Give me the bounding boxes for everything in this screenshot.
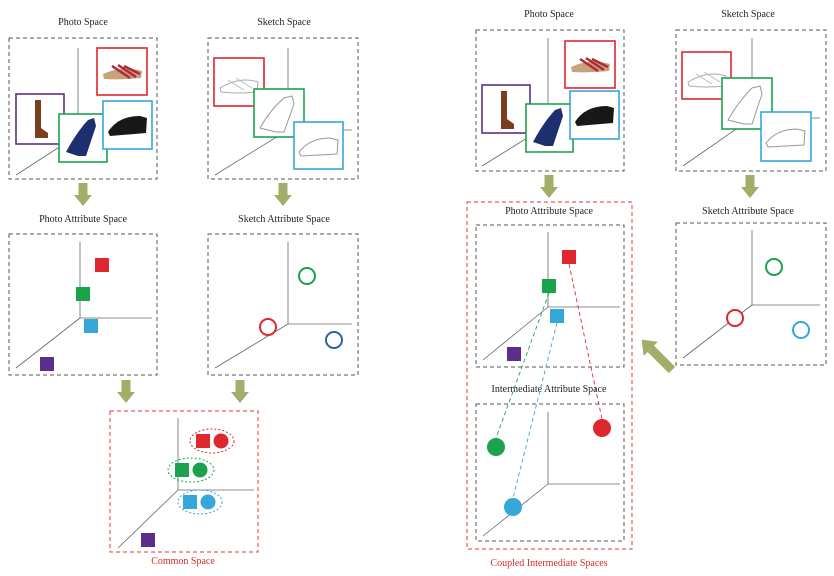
left-sketch-space-panel bbox=[207, 37, 359, 180]
right-sketch-attr-title: Sketch Attribute Space bbox=[702, 206, 794, 217]
blue-intermediate-marker bbox=[504, 498, 522, 516]
left-sketch-to-attr-arrow bbox=[274, 183, 292, 206]
right-sketch-space-title: Sketch Space bbox=[721, 9, 775, 20]
red-pair-circle bbox=[213, 433, 229, 449]
sandal-photo-icon bbox=[564, 40, 616, 89]
intermediate-attr-panel bbox=[475, 403, 625, 542]
blue-square-marker bbox=[84, 319, 98, 333]
shoe-sketch-icon bbox=[293, 121, 344, 170]
blue-pair-circle bbox=[200, 494, 216, 510]
right-photo-attr-panel bbox=[475, 224, 625, 368]
right-photo-space-panel bbox=[475, 29, 625, 172]
red-circle-marker bbox=[259, 318, 277, 336]
left-photo-attr-title: Photo Attribute Space bbox=[39, 214, 127, 225]
green-coupling-link bbox=[495, 292, 550, 439]
left-photo-to-attr-arrow bbox=[74, 183, 92, 206]
sketch-attr-to-common-arrow bbox=[231, 380, 249, 403]
intermediate-space-title: Intermediate Attribute Space bbox=[492, 384, 608, 395]
purple-square-marker bbox=[40, 357, 54, 371]
sketch-attr-to-intermediate-arrow bbox=[641, 339, 676, 374]
black-shoe-photo-icon bbox=[102, 100, 153, 150]
right-photo-attr-title: Photo Attribute Space bbox=[505, 206, 593, 217]
red-intermediate-marker bbox=[593, 419, 611, 437]
right-sketch-to-attr-arrow bbox=[741, 175, 759, 198]
purple-square-marker bbox=[507, 347, 521, 361]
right-photo-space-title: Photo Space bbox=[524, 9, 574, 20]
right-sketch-attr-panel bbox=[675, 222, 827, 366]
left-photo-space-panel bbox=[8, 37, 158, 180]
high-heel-photo-icon bbox=[525, 103, 574, 153]
dark-blue-circle-marker bbox=[325, 331, 343, 349]
boot-photo-icon bbox=[481, 84, 531, 134]
right-sketch-space-panel bbox=[675, 29, 827, 172]
high-heel-photo-icon bbox=[58, 113, 108, 163]
blue-square-marker bbox=[550, 309, 564, 323]
left-sketch-attr-panel bbox=[207, 233, 359, 376]
left-photo-space-title: Photo Space bbox=[58, 17, 108, 28]
red-pair-group bbox=[189, 428, 235, 454]
sandal-sketch-icon bbox=[681, 51, 732, 100]
left-sketch-space-title: Sketch Space bbox=[257, 17, 311, 28]
green-circle-marker bbox=[765, 258, 783, 276]
blue-pair-group bbox=[177, 489, 223, 515]
sandal-photo-icon bbox=[96, 47, 148, 96]
common-space-title: Common Space bbox=[151, 556, 215, 567]
boot-photo-icon bbox=[15, 93, 65, 145]
coupled-intermediate-spaces-title: Coupled Intermediate Spaces bbox=[490, 558, 607, 569]
red-coupling-link bbox=[568, 263, 603, 420]
shoe-sketch-icon bbox=[760, 111, 812, 162]
photo-attr-to-common-arrow bbox=[117, 380, 135, 403]
coupled-intermediate-spaces-frame bbox=[466, 201, 633, 550]
red-square-marker bbox=[95, 258, 109, 272]
green-circle-marker bbox=[298, 267, 316, 285]
blue-coupling-link bbox=[512, 322, 558, 499]
common-space-panel bbox=[109, 410, 259, 553]
red-circle-marker bbox=[726, 309, 744, 327]
left-sketch-attr-title: Sketch Attribute Space bbox=[238, 214, 330, 225]
right-photo-to-attr-arrow bbox=[540, 175, 558, 198]
red-pair-square bbox=[196, 434, 210, 448]
green-intermediate-marker bbox=[487, 438, 505, 456]
green-pair-square bbox=[175, 463, 189, 477]
purple-square-marker bbox=[141, 533, 155, 547]
green-pair-group bbox=[167, 457, 215, 483]
blue-circle-marker bbox=[792, 321, 810, 339]
left-photo-attr-panel bbox=[8, 233, 158, 376]
green-pair-circle bbox=[192, 462, 208, 478]
black-shoe-photo-icon bbox=[569, 90, 620, 140]
blue-pair-square bbox=[183, 495, 197, 509]
green-square-marker bbox=[76, 287, 90, 301]
green-square-marker bbox=[542, 279, 556, 293]
red-square-marker bbox=[562, 250, 576, 264]
